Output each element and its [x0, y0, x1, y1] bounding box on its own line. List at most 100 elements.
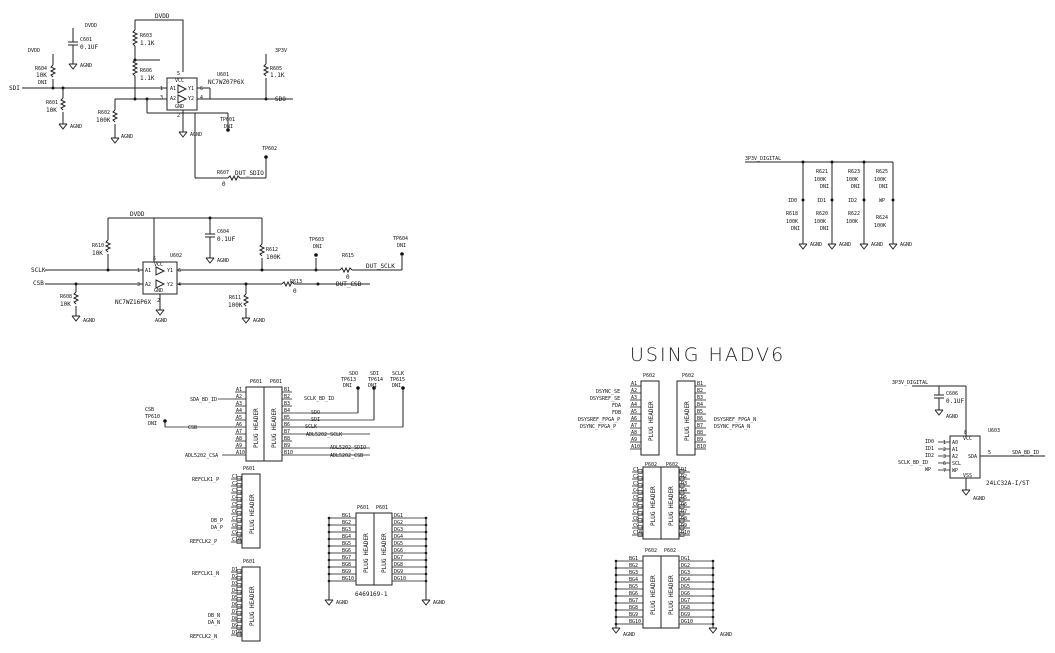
- svg-text:PLUG HEADER: PLUG HEADER: [650, 575, 657, 615]
- ic-u602: VCC A1 A2 Y1 Y2 GND 1 3 6 4 5 U602 NC7WZ…: [115, 253, 182, 306]
- pin-label: BG10: [629, 619, 641, 625]
- net-label-csb: CSB: [33, 280, 44, 287]
- svg-text:TP610: TP610: [145, 414, 160, 420]
- svg-text:PLUG HEADER: PLUG HEADER: [381, 533, 388, 573]
- svg-text:5: 5: [153, 256, 156, 262]
- svg-text:DSYSREF_SE: DSYSREF_SE: [590, 396, 620, 402]
- pin-label: BG2: [342, 520, 351, 526]
- svg-text:CSB: CSB: [188, 425, 197, 431]
- svg-text:NC7WZ16P6X: NC7WZ16P6X: [115, 299, 152, 306]
- pin-label: DG9: [394, 569, 403, 575]
- svg-text:100K: 100K: [846, 177, 858, 183]
- pin-label: A4: [236, 408, 242, 414]
- svg-text:R611: R611: [229, 295, 241, 301]
- svg-text:AGND: AGND: [155, 318, 167, 324]
- svg-text:10K: 10K: [36, 72, 47, 79]
- svg-text:DB_N: DB_N: [208, 613, 220, 619]
- svg-text:SCL: SCL: [952, 461, 961, 467]
- sclk-csb-buffer-section: DVDD R610 10K C604 0.1UF AGND R612 100K …: [31, 211, 408, 324]
- svg-text:0: 0: [346, 274, 350, 281]
- pin-label: B6: [697, 416, 703, 422]
- svg-text:AGND: AGND: [83, 318, 95, 324]
- svg-text:DSYNC_FPGA_P: DSYNC_FPGA_P: [580, 424, 616, 430]
- pin-label: A8: [236, 436, 242, 442]
- pin-label: C3: [232, 488, 238, 494]
- pin-label: D2: [232, 574, 238, 580]
- pin-label: A9: [236, 443, 242, 449]
- svg-text:1: 1: [943, 440, 946, 446]
- svg-text:P601: P601: [250, 379, 262, 385]
- svg-text:R625: R625: [876, 169, 888, 175]
- svg-text:Y1: Y1: [188, 86, 194, 92]
- pin-label: B7: [284, 429, 290, 435]
- pin-label: BG8: [342, 562, 351, 568]
- pin-label: C6: [633, 502, 639, 508]
- pin-label: D1: [232, 567, 238, 573]
- pin-label: A2: [236, 394, 242, 400]
- svg-text:R606: R606: [140, 68, 152, 74]
- svg-text:10K: 10K: [60, 301, 71, 308]
- svg-text:R603: R603: [140, 33, 152, 39]
- svg-text:U601: U601: [217, 72, 229, 78]
- svg-text:R608: R608: [60, 294, 72, 300]
- svg-text:6: 6: [178, 268, 181, 274]
- svg-text:SDI: SDI: [370, 371, 379, 377]
- net-label-dut-sdio: DUT_SDIO: [235, 170, 264, 177]
- svg-text:ADL5202_CSA: ADL5202_CSA: [185, 453, 218, 459]
- pin-label: C7: [232, 516, 238, 522]
- svg-text:7: 7: [943, 468, 946, 474]
- svg-text:PLUG HEADER: PLUG HEADER: [253, 408, 260, 448]
- pin-label: A6: [236, 422, 242, 428]
- svg-text:PLUG HEADER: PLUG HEADER: [249, 586, 256, 626]
- svg-text:DNI: DNI: [368, 383, 377, 389]
- svg-text:C606: C606: [946, 391, 958, 397]
- svg-text:2: 2: [157, 298, 160, 304]
- pin-label: A8: [631, 430, 637, 436]
- net-label-sdo: SDO: [275, 96, 286, 103]
- svg-text:AGND: AGND: [871, 242, 883, 248]
- svg-text:VSS: VSS: [963, 473, 972, 479]
- svg-text:VCC: VCC: [175, 78, 184, 84]
- svg-text:100K: 100K: [228, 302, 243, 309]
- pin-label: DG6: [394, 548, 403, 554]
- svg-text:CSB: CSB: [145, 407, 154, 413]
- svg-text:100K: 100K: [874, 223, 886, 229]
- pin-label: B1: [697, 381, 703, 387]
- pin-label: C6: [232, 509, 238, 515]
- pin-label: B8: [284, 436, 290, 442]
- svg-text:AGND: AGND: [433, 600, 445, 606]
- pin-label: A1: [236, 387, 242, 393]
- svg-text:3: 3: [160, 95, 163, 101]
- svg-text:R610: R610: [92, 243, 104, 249]
- svg-text:5: 5: [177, 71, 180, 77]
- svg-text:R620: R620: [816, 211, 828, 217]
- svg-text:100K: 100K: [96, 117, 111, 124]
- svg-text:DVDD: DVDD: [130, 211, 145, 218]
- svg-text:100K: 100K: [266, 254, 281, 261]
- svg-text:WP: WP: [925, 467, 931, 473]
- svg-text:AGND: AGND: [80, 63, 92, 69]
- pin-label: DG10: [681, 619, 693, 625]
- pin-label: A1: [631, 381, 637, 387]
- svg-text:A2: A2: [170, 96, 176, 102]
- svg-text:ADL5202_SCLK: ADL5202_SCLK: [306, 432, 342, 438]
- svg-text:3P3V_DIGITAL: 3P3V_DIGITAL: [745, 156, 781, 162]
- pin-label: A7: [631, 423, 637, 429]
- pin-label: C9: [232, 530, 238, 536]
- pin-label: BG6: [342, 548, 351, 554]
- svg-text:3: 3: [137, 282, 140, 288]
- pin-label: C1: [232, 474, 238, 480]
- svg-text:SDA_BD_ID: SDA_BD_ID: [1012, 450, 1039, 456]
- ic-u601: VCC A1 A2 Y1 Y2 GND 1 3 6 4 5 2 U601 NC7…: [160, 71, 245, 119]
- svg-text:R605: R605: [270, 66, 282, 72]
- svg-text:R607: R607: [217, 170, 229, 176]
- pin-label: DG8: [394, 562, 403, 568]
- board-id-resistor-array: 3P3V_DIGITAL R621 100K DNI R623 100K DNI…: [745, 156, 912, 250]
- pin-label: C2: [633, 474, 639, 480]
- svg-text:AGND: AGND: [70, 124, 82, 130]
- pin-label: BG4: [342, 534, 351, 540]
- svg-text:R624: R624: [876, 215, 888, 221]
- ic-u603: VCC A0 A1 A2 SCL WP SDA VSS 8 1 2 3 6 7 …: [943, 428, 1030, 487]
- svg-text:AGND: AGND: [190, 132, 202, 138]
- pin-label: D8: [232, 616, 238, 622]
